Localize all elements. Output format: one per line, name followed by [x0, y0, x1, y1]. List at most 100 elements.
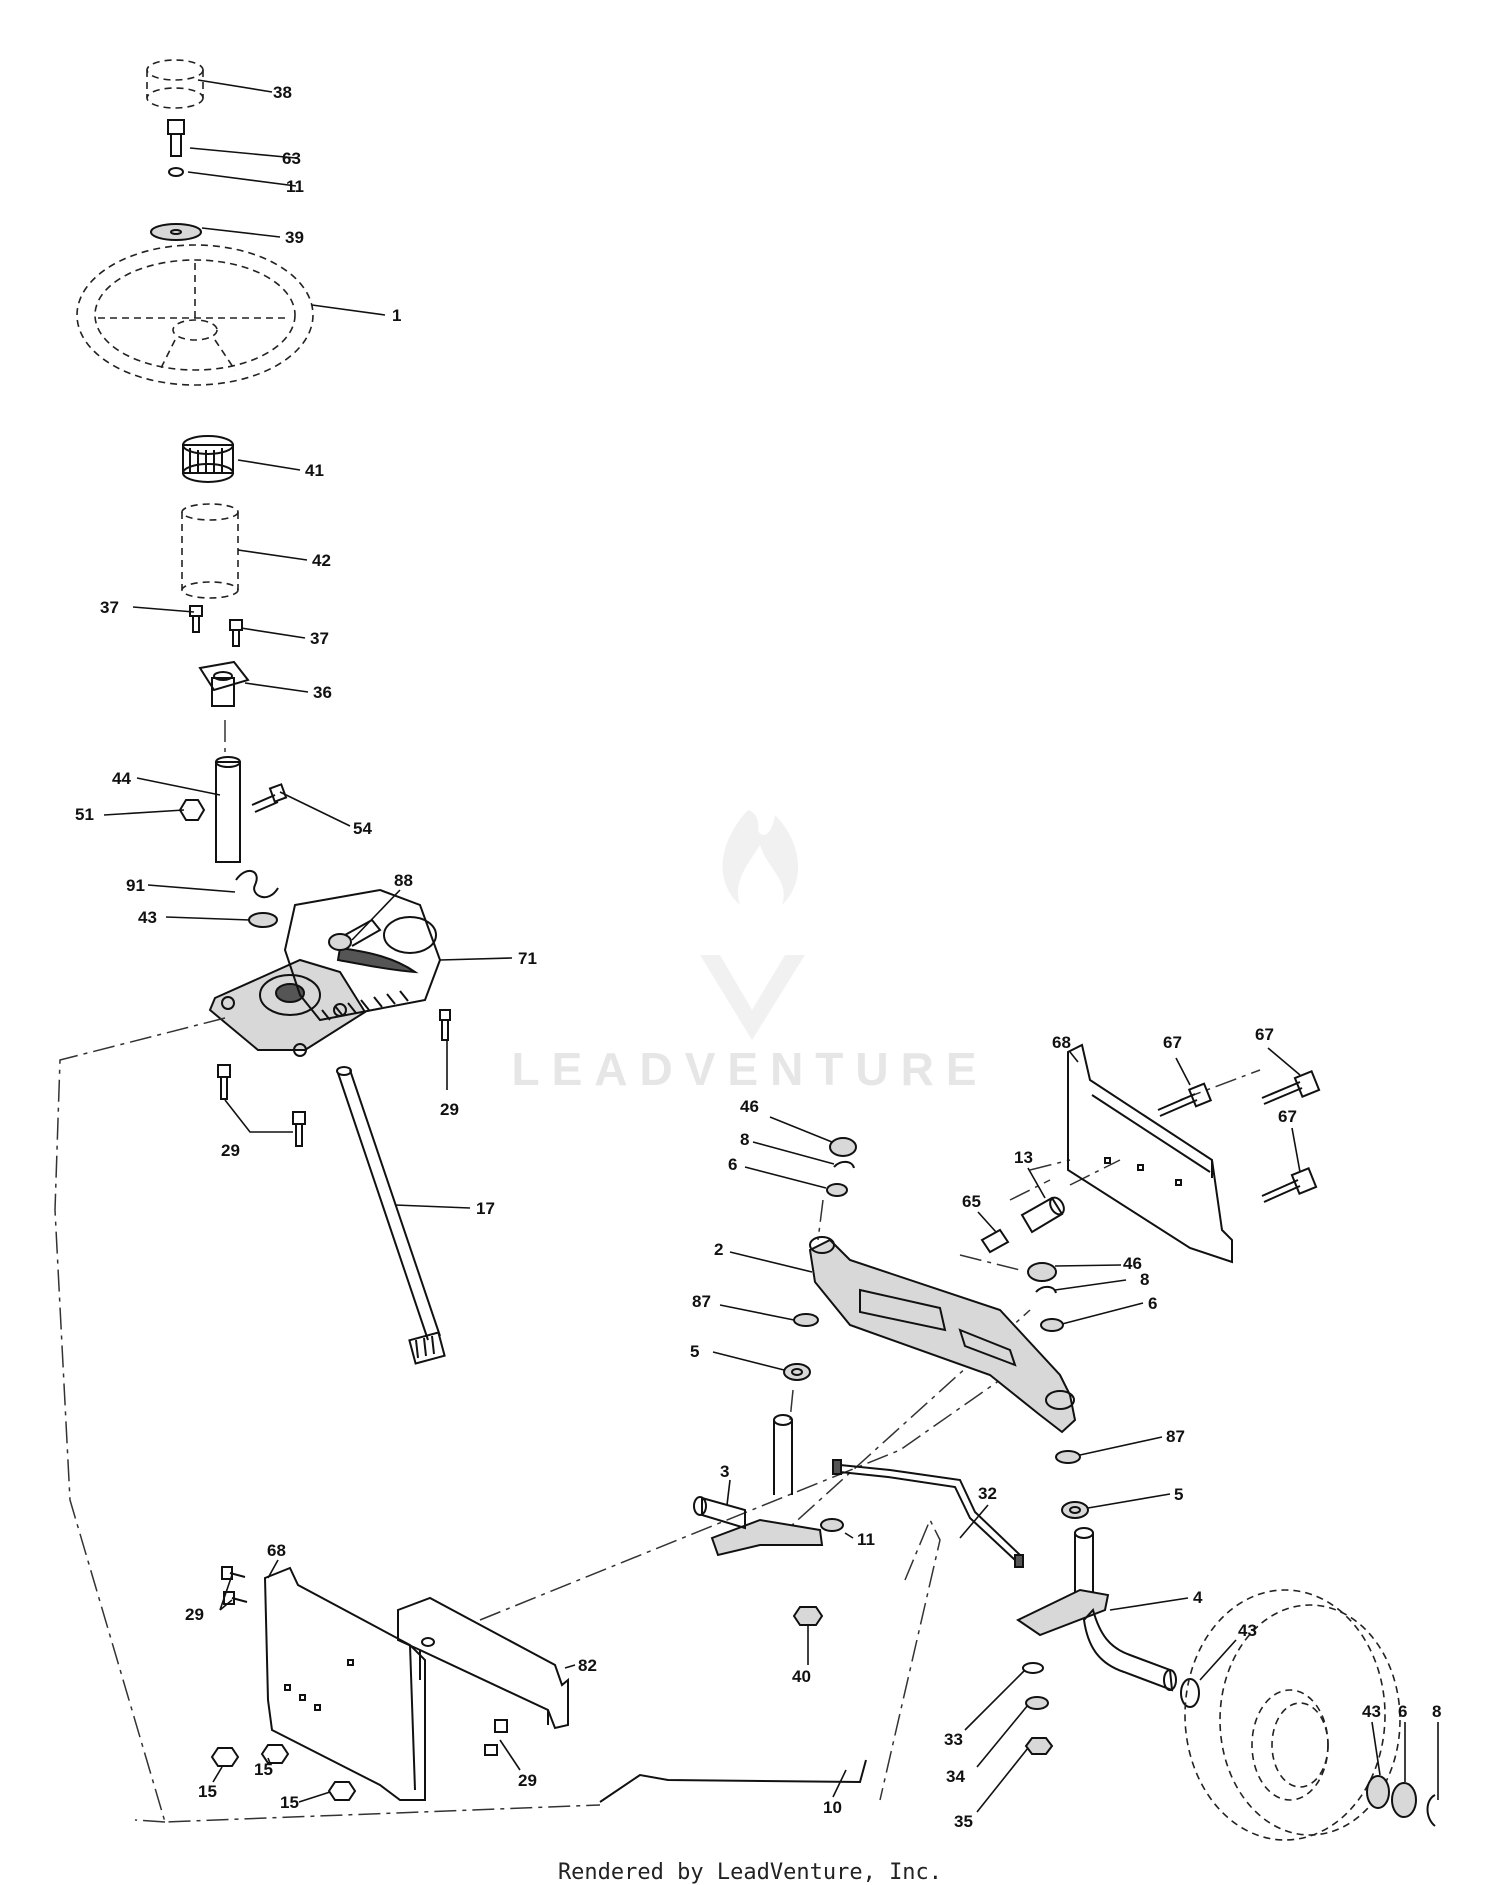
callout-37-right: 37 — [310, 629, 329, 648]
callout-88: 88 — [394, 871, 413, 890]
callout-8-hub: 8 — [1432, 1702, 1441, 1721]
part-5-bushing-right — [1061, 1501, 1089, 1519]
callout-29-upper-left: 29 — [221, 1141, 240, 1160]
callout-8-right: 8 — [1140, 1270, 1149, 1289]
part-46-cap-upper — [829, 1137, 857, 1157]
part-88-pin — [328, 918, 382, 951]
callout-51: 51 — [75, 805, 94, 824]
part-15-nut-b — [260, 1744, 290, 1764]
part-43-washer-right — [1180, 1678, 1200, 1708]
callout-15-c: 15 — [280, 1793, 299, 1812]
callout-82: 82 — [578, 1656, 597, 1675]
callout-32: 32 — [978, 1484, 997, 1503]
callout-36: 36 — [313, 683, 332, 702]
callout-38: 38 — [273, 83, 292, 102]
callout-43-upper: 43 — [138, 908, 157, 927]
callout-37-left: 37 — [100, 598, 119, 617]
part-15-nut-c — [327, 1781, 357, 1801]
part-2-front-axle — [808, 1236, 1077, 1434]
watermark-flame-logo — [700, 810, 805, 1040]
part-32-tie-rod — [832, 1459, 1024, 1568]
part-39-washer — [150, 223, 202, 241]
callout-13: 13 — [1014, 1148, 1033, 1167]
callout-46-right: 46 — [1123, 1254, 1142, 1273]
part-5-bushing-left — [783, 1363, 811, 1381]
callout-1: 1 — [392, 306, 401, 325]
callout-3: 3 — [720, 1462, 729, 1481]
callout-11: 11 — [286, 177, 304, 196]
part-33-washer — [1022, 1662, 1044, 1674]
part-11-washer-right — [820, 1518, 844, 1532]
callout-15-a: 15 — [198, 1782, 217, 1801]
part-41-adapter — [182, 435, 234, 483]
part-36-bushing — [198, 660, 250, 707]
callout-15-b: 15 — [254, 1760, 273, 1779]
part-front-tire — [1184, 1589, 1401, 1841]
callout-4: 4 — [1193, 1588, 1203, 1607]
part-13-spacer — [1020, 1196, 1065, 1234]
part-15-nut-a — [210, 1747, 240, 1767]
callout-68-lower: 68 — [267, 1541, 286, 1560]
callout-71: 71 — [518, 949, 537, 968]
watermark-text: LEADVENTURE — [511, 1043, 988, 1095]
part-6-washer-hub — [1391, 1782, 1417, 1818]
callout-67-a: 67 — [1163, 1033, 1182, 1052]
callout-2: 2 — [714, 1240, 723, 1259]
part-8-clip-right — [1035, 1285, 1057, 1294]
part-6-washer-right — [1040, 1318, 1064, 1332]
part-44-steering-shaft — [215, 756, 241, 863]
callout-10: 10 — [823, 1798, 842, 1817]
leader-lines — [103, 79, 1439, 1813]
callout-39: 39 — [285, 228, 304, 247]
part-37-bolts — [189, 605, 243, 647]
callout-67-c: 67 — [1278, 1107, 1297, 1126]
part-gear-housing — [208, 958, 367, 1057]
callout-labels: 38 63 11 39 1 41 42 37 37 36 44 51 54 91… — [75, 83, 1441, 1831]
callout-29-lower-right: 29 — [518, 1771, 537, 1790]
callout-29-upper-right: 29 — [440, 1100, 459, 1119]
callout-6-right: 6 — [1148, 1294, 1157, 1313]
callout-44: 44 — [112, 769, 131, 788]
callout-68-upper: 68 — [1052, 1033, 1071, 1052]
callout-46-upper: 46 — [740, 1097, 759, 1116]
callout-5-right: 5 — [1174, 1485, 1183, 1504]
callout-67-b: 67 — [1255, 1025, 1274, 1044]
callout-41: 41 — [305, 461, 324, 480]
callout-17: 17 — [476, 1199, 495, 1218]
part-46-cap-right — [1027, 1262, 1057, 1282]
part-42-tube — [181, 503, 239, 599]
part-68-lower-bracket — [263, 1566, 426, 1801]
part-8-clip-upper — [833, 1160, 855, 1169]
callout-54: 54 — [353, 819, 372, 838]
part-91-clip — [235, 870, 279, 899]
part-43-washer-hub — [1366, 1775, 1390, 1809]
part-71-sector-gear — [283, 888, 442, 1022]
callout-33: 33 — [944, 1730, 963, 1749]
part-40-nut — [792, 1606, 824, 1626]
part-54-bolt — [251, 783, 288, 813]
callout-35: 35 — [954, 1812, 973, 1831]
callout-87-right: 87 — [1166, 1427, 1185, 1446]
callout-87-left: 87 — [692, 1292, 711, 1311]
callout-43-hub: 43 — [1362, 1702, 1381, 1721]
callout-43-right: 43 — [1238, 1621, 1257, 1640]
part-63-bolt — [167, 119, 185, 157]
callout-42: 42 — [312, 551, 331, 570]
part-8-clip-hub — [1426, 1794, 1436, 1827]
footer-credit: Rendered by LeadVenture, Inc. — [557, 1860, 943, 1885]
part-11-washer — [168, 167, 184, 177]
part-35-nut — [1024, 1737, 1054, 1755]
callout-91: 91 — [126, 876, 145, 895]
part-34-washer — [1025, 1696, 1049, 1710]
callout-34: 34 — [946, 1767, 965, 1786]
callout-11-right: 11 — [857, 1530, 875, 1549]
callout-5-left: 5 — [690, 1342, 699, 1361]
callout-6-upper: 6 — [728, 1155, 737, 1174]
callout-65: 65 — [962, 1192, 981, 1211]
part-38-cap — [146, 59, 204, 109]
part-6-washer-upper — [826, 1183, 848, 1197]
part-43-washer-upper — [248, 912, 278, 928]
callout-8-upper: 8 — [740, 1130, 749, 1149]
part-17-pinion-shaft — [336, 1066, 446, 1365]
part-29-bolts-lower — [221, 1566, 508, 1756]
